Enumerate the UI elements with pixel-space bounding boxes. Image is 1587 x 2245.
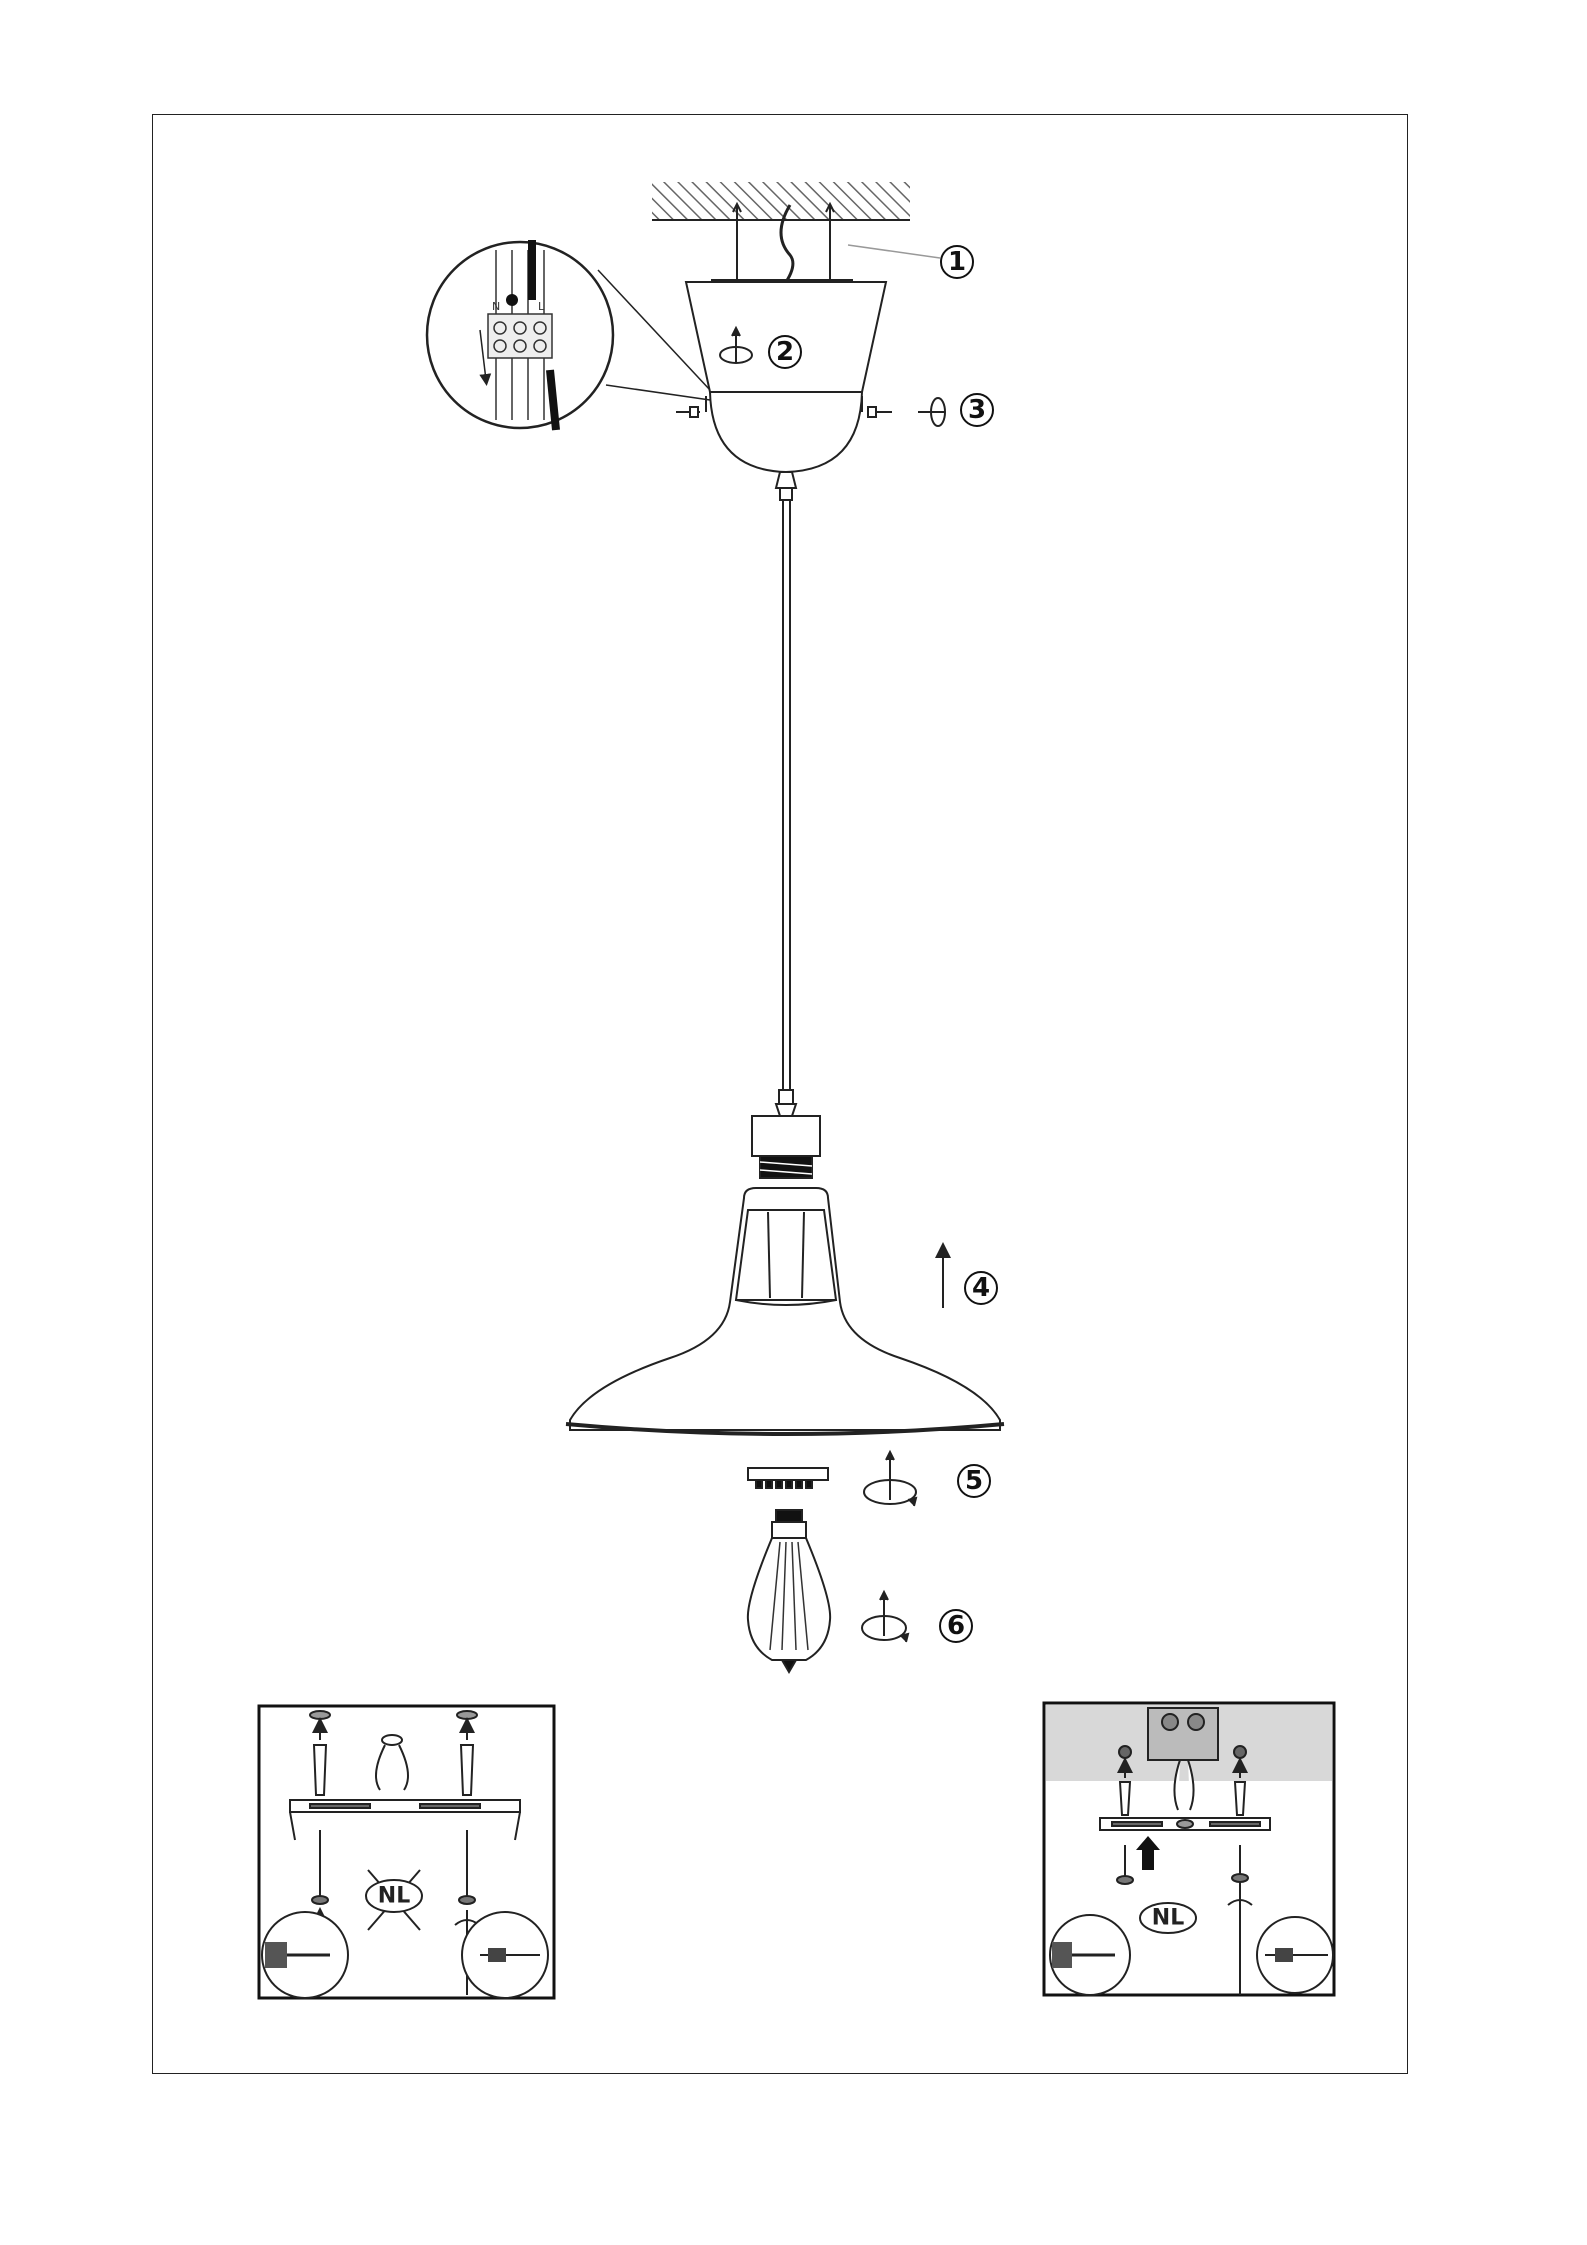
step-5-rotation-icon [864,1452,916,1506]
inset-left-screwdriver-detail [462,1912,548,1998]
filament-bulb [748,1510,830,1672]
inset-right-drill-detail [1050,1915,1130,1995]
inset-left-nl-badge: NL [378,1884,410,1909]
step-4-label: 4 [965,1272,997,1304]
step-6-label: 6 [940,1610,972,1642]
step-1-label: 1 [941,246,973,278]
svg-text:5: 5 [965,1466,983,1496]
svg-text:2: 2 [776,337,794,367]
step-3-label: 3 [961,394,993,426]
step-5-label: 5 [958,1465,990,1497]
step-2-label: 2 [769,336,801,368]
step-6-rotation-icon [862,1592,908,1642]
ceiling [652,182,910,220]
svg-text:1: 1 [948,247,966,277]
shade-retaining-ring [748,1468,828,1488]
svg-text:4: 4 [972,1273,990,1303]
inset-right-junction-mounting: NL [1044,1703,1334,1995]
inset-left-bracket-mounting: NL [259,1706,554,1998]
ceiling-canopy [686,282,886,472]
terminal-label-n: N [492,300,500,313]
step-3-rotation-icon [918,398,945,426]
svg-text:3: 3 [968,395,986,425]
cord-and-grips [776,472,796,1116]
inset-left-drill-detail [262,1912,348,1998]
lamp-shade [566,1188,1004,1434]
inset-right-nl-badge: NL [1152,1906,1184,1931]
lamp-socket [752,1116,820,1178]
terminal-label-l: L [538,300,545,313]
inset-right-screwdriver-detail [1257,1917,1333,1993]
wiring-detail-magnifier: N L [427,240,710,430]
svg-text:6: 6 [947,1611,965,1641]
